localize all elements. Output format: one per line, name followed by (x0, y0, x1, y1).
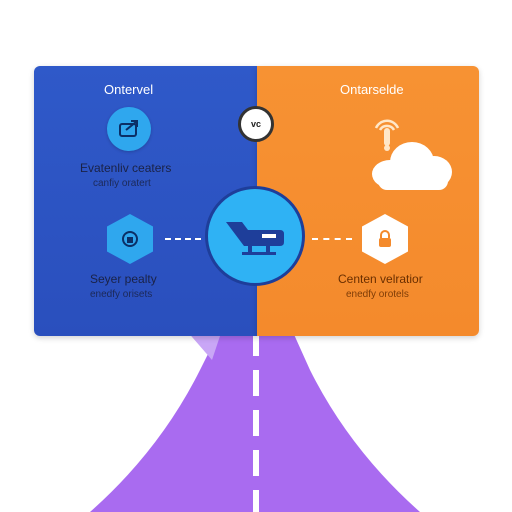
share-arrow-icon (107, 107, 151, 151)
right-panel-title: Ontarselde (340, 82, 404, 97)
right-connector (312, 238, 352, 240)
right-panel (257, 66, 479, 336)
left-item1-heading: Evatenliv ceaters (80, 161, 172, 175)
road-path (90, 330, 420, 512)
cloud-icon (372, 142, 452, 190)
central-hub (205, 186, 305, 286)
center-badge: vc (238, 106, 274, 142)
left-connector (165, 238, 201, 240)
right-item1-sub: enedfy orotels (346, 289, 409, 300)
left-item2-sub: enedfy orisets (90, 289, 153, 300)
right-item1-heading: Centen velratior (338, 272, 423, 286)
left-item2-heading: Seyer pealty (90, 272, 157, 286)
touch-signal-icon (370, 114, 404, 154)
center-badge-label: vc (250, 119, 261, 129)
vehicle-icon (226, 222, 284, 255)
left-item1-sub: canfiy oratert (93, 178, 151, 189)
left-panel-title: Ontervel (104, 82, 154, 97)
